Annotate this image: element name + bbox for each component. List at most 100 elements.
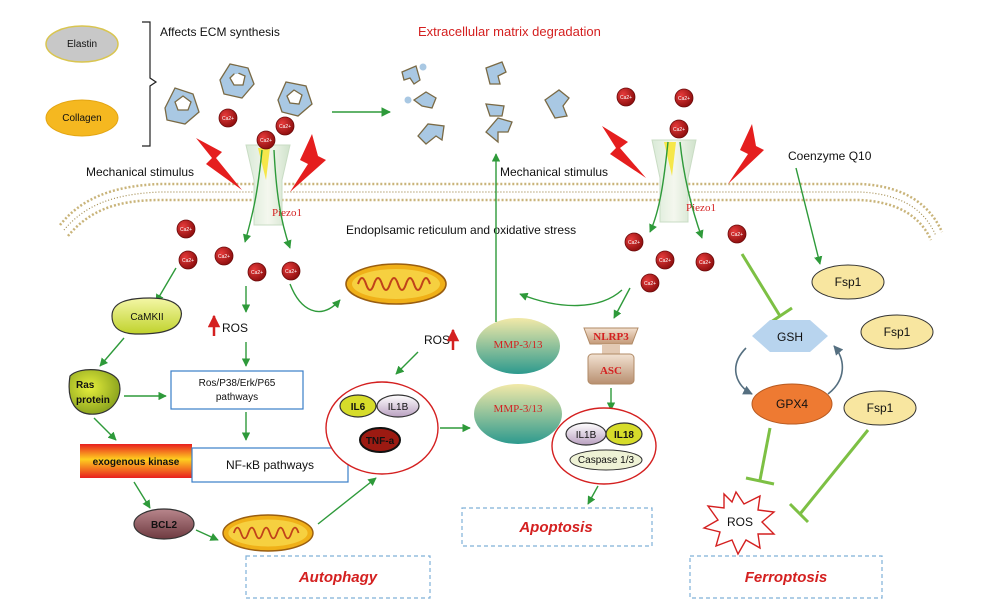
ros-burst — [702, 490, 776, 556]
svg-text:Ca2+: Ca2+ — [699, 260, 711, 266]
exogenous-kinase-bar — [80, 444, 192, 478]
ros-label-left: ROS — [222, 321, 248, 335]
mmp-upper-shape — [476, 318, 560, 374]
gsh-label: GSH — [777, 330, 803, 344]
ca-to-nlrp3-arrow — [613, 287, 631, 319]
ras-label-line2: protein — [76, 395, 110, 406]
il18-pill — [605, 422, 643, 446]
ca-to-mmp-arrow — [519, 289, 623, 307]
mmp-lower-shape — [474, 384, 562, 444]
ca-ion: Ca2+ — [624, 232, 644, 252]
ca-ion: Ca2+ — [616, 87, 636, 107]
il6-label: IL6 — [351, 402, 366, 413]
gpx4-inhibits-ros — [745, 427, 775, 486]
kinase-to-bcl2-arrow — [133, 481, 151, 509]
svg-text:Ca2+: Ca2+ — [620, 95, 632, 101]
bcl2-label: BCL2 — [151, 520, 178, 531]
ros-label-mid: ROS — [424, 333, 450, 347]
ras-label-line1: Ras — [76, 380, 95, 391]
gpx4-shape — [751, 383, 833, 425]
caspase-to-apoptosis-arrow — [587, 485, 599, 505]
bcl2-to-mito-arrow — [195, 529, 219, 541]
lightning-icons — [196, 124, 764, 192]
ca-to-mito-arrow — [289, 283, 341, 313]
mitochondrion-lower — [222, 514, 314, 552]
ecm-degradation-label: Extracellular matrix degradation — [418, 24, 601, 39]
ca-ion: Ca2+ — [727, 224, 747, 244]
ca-ion: Ca2+ — [674, 88, 694, 108]
nfkb-label: NF-κB pathways — [226, 458, 314, 472]
svg-text:Ca2+: Ca2+ — [260, 138, 272, 144]
camkii-shape — [111, 297, 182, 335]
collagen-legend-label: Collagen — [62, 113, 101, 124]
legend-bracket — [142, 21, 158, 147]
svg-text:Ca2+: Ca2+ — [731, 232, 743, 238]
apoptosis-box — [461, 507, 653, 547]
ras-protein-shape — [68, 369, 121, 415]
ca-to-camkii-arrow — [155, 267, 177, 303]
ferroptosis-label: Ferroptosis — [745, 569, 828, 586]
mitochondrion-upper — [345, 263, 447, 305]
svg-text:Ca2+: Ca2+ — [218, 254, 230, 260]
calcium-flow-arrows — [243, 141, 704, 249]
ca-ion: Ca2+ — [247, 262, 267, 282]
ca-ion: Ca2+ — [695, 252, 715, 272]
asc-label: ASC — [600, 365, 622, 377]
mmp-lower-label: MMP-3/13 — [494, 403, 543, 415]
autophagy-label: Autophagy — [298, 569, 378, 586]
gsh-gpx4-cycle-right — [827, 345, 844, 395]
ros-to-cytokines-arrow — [395, 351, 419, 375]
intact-ecm-fibers — [164, 63, 313, 125]
tnf-label: TNF-a — [366, 436, 395, 447]
svg-text:Ca2+: Ca2+ — [628, 240, 640, 246]
nfkb-pathway-box — [191, 447, 349, 483]
inflammasome-circle — [551, 407, 657, 485]
caspase-label: Caspase 1/3 — [578, 455, 635, 466]
fsp1-top-shape — [811, 264, 885, 300]
ca-ion: Ca2+ — [640, 273, 660, 293]
ca-ion: Ca2+ — [281, 261, 301, 281]
il6-pill — [339, 394, 377, 418]
svg-text:Ca2+: Ca2+ — [180, 227, 192, 233]
cell-membrane — [59, 182, 944, 241]
piezo-channel-right — [651, 139, 697, 223]
caspase-pill — [569, 449, 643, 471]
svg-text:Ca2+: Ca2+ — [673, 127, 685, 133]
calcium-ions: Ca2+ Ca2+ Ca2+ Ca2+ Ca2+ Ca2+ Ca2+ Ca2+ … — [176, 87, 747, 293]
coenzyme-to-fsp1-arrow — [795, 167, 823, 265]
mmp-upper-label: MMP-3/13 — [494, 339, 543, 351]
ecm-synthesis-label: Affects ECM synthesis — [160, 25, 280, 39]
fsp1-top-label: Fsp1 — [835, 275, 862, 289]
ca-inhibits-gsh — [740, 253, 793, 326]
svg-text:Ca2+: Ca2+ — [678, 96, 690, 102]
collagen-legend-shape — [45, 99, 119, 137]
nlrp3-shape — [583, 327, 639, 345]
il18-label: IL18 — [614, 430, 634, 441]
ferroptosis-box — [689, 555, 883, 599]
piezo1-left-label: Piezo1 — [272, 207, 302, 219]
camkii-label: CaMKII — [130, 312, 163, 323]
nlrp3-label: NLRP3 — [593, 331, 629, 343]
tnf-pill — [359, 427, 401, 453]
mechanical-stimulus-mid: Mechanical stimulus — [500, 165, 608, 179]
ras-to-kinase-arrow — [93, 417, 117, 441]
ca-ion: Ca2+ — [256, 130, 276, 150]
svg-text:Ca2+: Ca2+ — [222, 116, 234, 122]
apoptosis-label: Apoptosis — [518, 519, 592, 536]
degraded-ecm-fragments — [401, 61, 570, 145]
bcl2-shape — [133, 508, 195, 540]
fsp1-mid-shape — [860, 314, 934, 350]
ca-ion: Ca2+ — [214, 246, 234, 266]
asc-connector — [602, 344, 620, 354]
gsh-gpx4-cycle-left — [735, 347, 753, 395]
gpx4-label: GPX4 — [776, 397, 808, 411]
autophagy-box — [245, 555, 431, 599]
ca-ion: Ca2+ — [275, 116, 295, 136]
ca-ion: Ca2+ — [178, 250, 198, 270]
ros-p38-pathway-box — [170, 370, 304, 410]
coenzyme-q10-label: Coenzyme Q10 — [788, 149, 872, 163]
gsh-hexagon — [752, 320, 828, 352]
ca-ion: Ca2+ — [655, 250, 675, 270]
ca-ion: Ca2+ — [176, 219, 196, 239]
svg-text:Ca2+: Ca2+ — [644, 281, 656, 287]
